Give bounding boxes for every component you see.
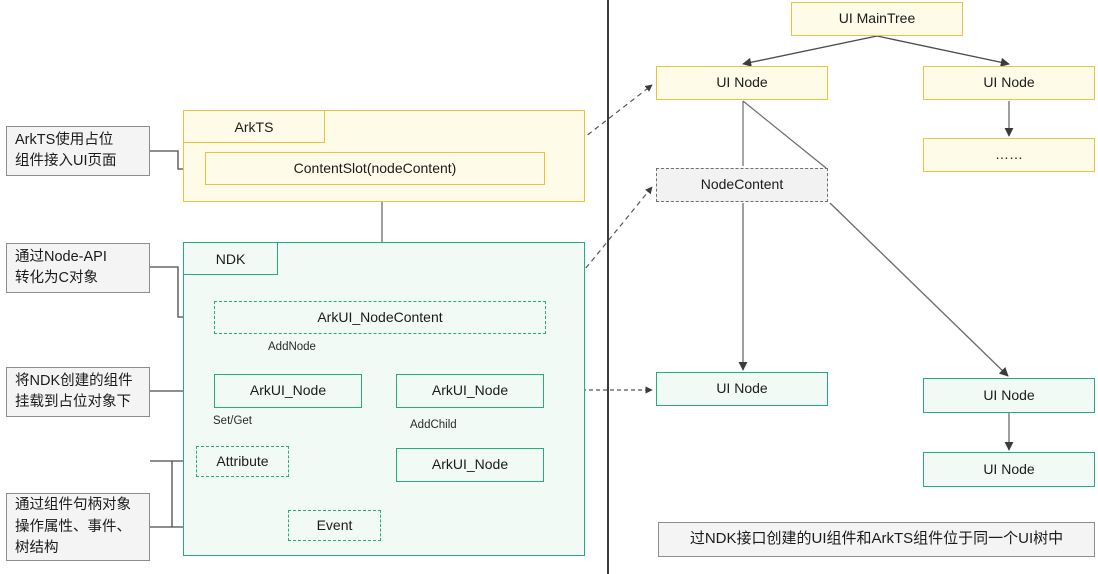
- edge-label-addnode: AddNode: [268, 341, 316, 353]
- edge-maintree-to-uinode-l1: [742, 35, 878, 67]
- node-ui-node-r3[interactable]: UI Node: [923, 452, 1095, 487]
- node-event[interactable]: Event: [288, 510, 381, 541]
- arkts-container-tab: ArkTS: [183, 110, 325, 143]
- node-arkui-node-right[interactable]: ArkUI_Node: [396, 374, 544, 408]
- node-ui-node-r1[interactable]: UI Node: [923, 66, 1095, 100]
- node-ui-node-ellipsis[interactable]: ……: [923, 138, 1095, 172]
- edge-uinode-l1-branch: [742, 100, 827, 169]
- node-arkui-node-child[interactable]: ArkUI_Node: [396, 448, 544, 482]
- panel-divider: [607, 0, 609, 574]
- node-arkui-nodecontent[interactable]: ArkUI_NodeContent: [214, 301, 546, 334]
- node-attribute[interactable]: Attribute: [196, 446, 289, 477]
- node-ui-node-l1[interactable]: UI Node: [656, 66, 828, 100]
- node-node-content[interactable]: NodeContent: [656, 168, 828, 202]
- edge-nodecontent-to-uinode-r2: [829, 202, 1009, 377]
- node-ui-node-l2[interactable]: UI Node: [656, 372, 828, 406]
- node-content-slot[interactable]: ContentSlot(nodeContent): [205, 152, 545, 185]
- annotation-mount-ndk: 将NDK创建的组件 挂载到占位对象下: [6, 367, 150, 417]
- annotation-component-handle: 通过组件句柄对象 操作属性、事件、 树结构: [6, 493, 150, 561]
- ndk-container-tab: NDK: [183, 242, 278, 275]
- node-ui-maintree[interactable]: UI MainTree: [791, 2, 963, 36]
- edge-maintree-to-uinode-r1: [876, 35, 1010, 67]
- node-ui-node-r2[interactable]: UI Node: [923, 378, 1095, 413]
- annotation-node-api: 通过Node-API 转化为C对象: [6, 243, 150, 293]
- edge-label-addchild: AddChild: [410, 419, 457, 431]
- annotation-arkts-placeholder: ArkTS使用占位 组件接入UI页面: [6, 126, 150, 176]
- edge-label-setget: Set/Get: [213, 415, 252, 427]
- summary-caption: 过NDK接口创建的UI组件和ArkTS组件位于同一个UI树中: [658, 522, 1095, 557]
- node-arkui-node-left[interactable]: ArkUI_Node: [214, 374, 362, 408]
